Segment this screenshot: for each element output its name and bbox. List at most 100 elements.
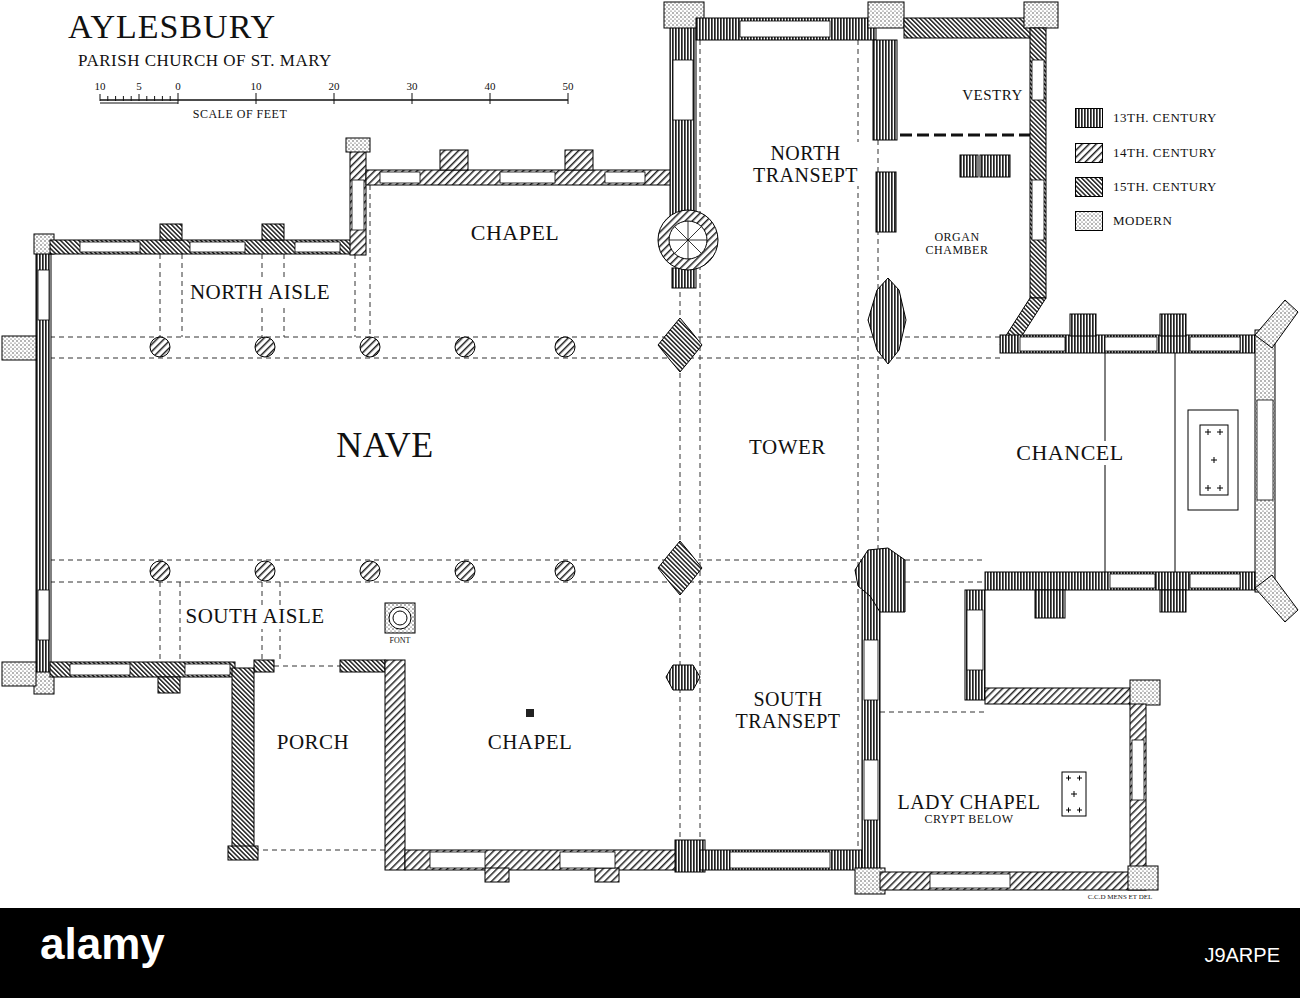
window [380,172,420,183]
dashed-line [182,254,183,337]
room-area: SOUTH TRANSEPT [718,672,858,748]
dashed-line [880,712,985,713]
wall [228,846,258,860]
wall [1070,314,1096,336]
stair-turret [658,210,718,270]
room-label: NAVE [334,426,435,466]
plan-title: AYLESBURY [68,8,276,45]
font-symbol [393,611,407,625]
stair-turret [669,221,707,259]
scale-number: 20 [329,80,340,92]
dashed-line [254,850,385,851]
room-area: CHANCEL [990,434,1150,472]
window [295,242,340,252]
pier [658,541,702,595]
window [730,852,830,868]
scale-caption: SCALE OF FEET [193,108,288,121]
legend-swatch-fill [1076,212,1103,231]
pier [868,278,906,364]
room-area: CHAPEL [440,214,590,252]
window [500,172,555,183]
legend-swatch [1075,108,1103,128]
wall [385,660,405,870]
wall [1128,866,1158,890]
window [80,242,140,252]
wall [595,868,619,882]
scale-bar [568,93,569,104]
wall [965,590,985,700]
wall [366,170,671,185]
watermark: alamy [40,920,165,968]
wall [346,138,370,152]
scale-bar [146,96,147,101]
scale-bar [256,93,257,104]
scale-bar [139,94,140,101]
wall [876,172,896,232]
draughtsman-credit: C.C.D MENS ET DEL [1088,894,1153,902]
room-label: NORTH AISLE [188,281,332,304]
wall [862,590,880,880]
window [1110,574,1155,588]
legend-swatch [1075,177,1103,197]
window [605,172,645,183]
scale-bar [154,96,155,101]
pier [255,561,275,581]
dashed-line [50,40,1000,850]
legend-text: 14TH. CENTURY [1113,145,1217,161]
room-label: CHAPEL [469,221,562,245]
altar [1205,429,1223,491]
window [190,242,245,252]
font-symbol [389,607,411,629]
scale-bar [162,96,163,101]
window [1020,337,1065,351]
scale-bar [123,96,124,101]
wall [670,20,696,220]
wall [2,662,36,686]
wall [50,662,235,677]
wall [904,18,1032,38]
legend-text: 13TH. CENTURY [1113,110,1217,126]
window [1257,400,1273,500]
wall [254,660,274,672]
watermark-band [0,908,1300,998]
room-label: PORCH [275,731,352,754]
legend-swatch [1075,211,1103,231]
room-area: CHAPEL [455,724,605,762]
subtitle: PARISH CHURCH OF ST. MARY [78,52,332,71]
scale-bar [170,96,171,101]
room-label: TOWER [747,436,828,459]
room-label: SOUTH AISLE [183,605,326,628]
partition-line [900,134,1030,137]
room-label: VESTRY [960,87,1025,104]
window [430,852,485,868]
room-area: PORCH [258,724,368,762]
dashed-line [355,254,356,337]
wall [1035,590,1065,618]
legend-row: 13TH. CENTURY [1075,108,1217,128]
pier [855,548,905,612]
window [38,270,49,320]
legend-row: MODERN [1075,211,1172,231]
wall [880,872,1146,890]
room-note: CRYPT BELOW [923,813,1016,826]
altar [1062,353,1238,816]
wall [985,572,1255,590]
legend-row: 15TH. CENTURY [1075,177,1217,197]
altar [1062,772,1086,816]
scale-bar [178,93,179,104]
wall [1030,28,1046,298]
wall [440,150,468,170]
scale-number: 50 [563,80,574,92]
legend-row: 14TH. CENTURY [1075,143,1217,163]
wall [565,150,593,170]
pier [360,337,380,357]
pier [658,318,702,372]
font-symbol [385,603,415,633]
wall [36,238,51,690]
room-area: LADY CHAPELCRYPT BELOW [884,780,1054,838]
wall [696,18,876,40]
window [38,590,49,640]
window [673,60,693,120]
